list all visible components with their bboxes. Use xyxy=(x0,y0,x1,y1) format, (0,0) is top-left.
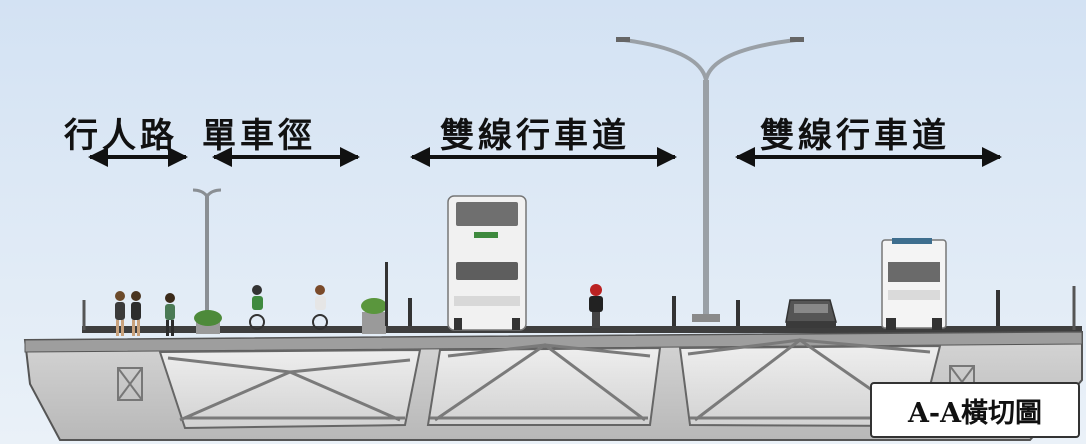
lorry-truck xyxy=(881,238,947,330)
carriageway-b-label: 雙線行車道 xyxy=(760,116,950,156)
planter-boxes xyxy=(194,298,387,334)
pedestrian-figures xyxy=(115,291,175,336)
sedan-car xyxy=(785,299,837,328)
deck-railings xyxy=(82,286,1076,330)
pedestrian-figure xyxy=(165,293,175,336)
pedestrian-figure xyxy=(115,291,125,336)
road-surface xyxy=(82,326,1082,333)
cycle-track-label: 單車徑 xyxy=(202,116,316,156)
girder-cells xyxy=(158,344,942,430)
central-street-lamp xyxy=(616,37,804,322)
double-decker-bus xyxy=(447,195,527,331)
traffic-posts xyxy=(385,262,1000,326)
pedestrian-path-label: 行人路 xyxy=(64,116,178,156)
side-street-lamp xyxy=(192,188,222,318)
cyclist-figure xyxy=(312,285,328,330)
cyclist-figure xyxy=(249,285,265,330)
motorcycle xyxy=(589,284,603,328)
pedestrian-figure xyxy=(131,291,141,336)
cyclist-figures xyxy=(249,285,328,330)
carriageway-a-label: 雙線行車道 xyxy=(440,116,630,156)
section-caption: A-A橫切圖 xyxy=(870,382,1080,438)
